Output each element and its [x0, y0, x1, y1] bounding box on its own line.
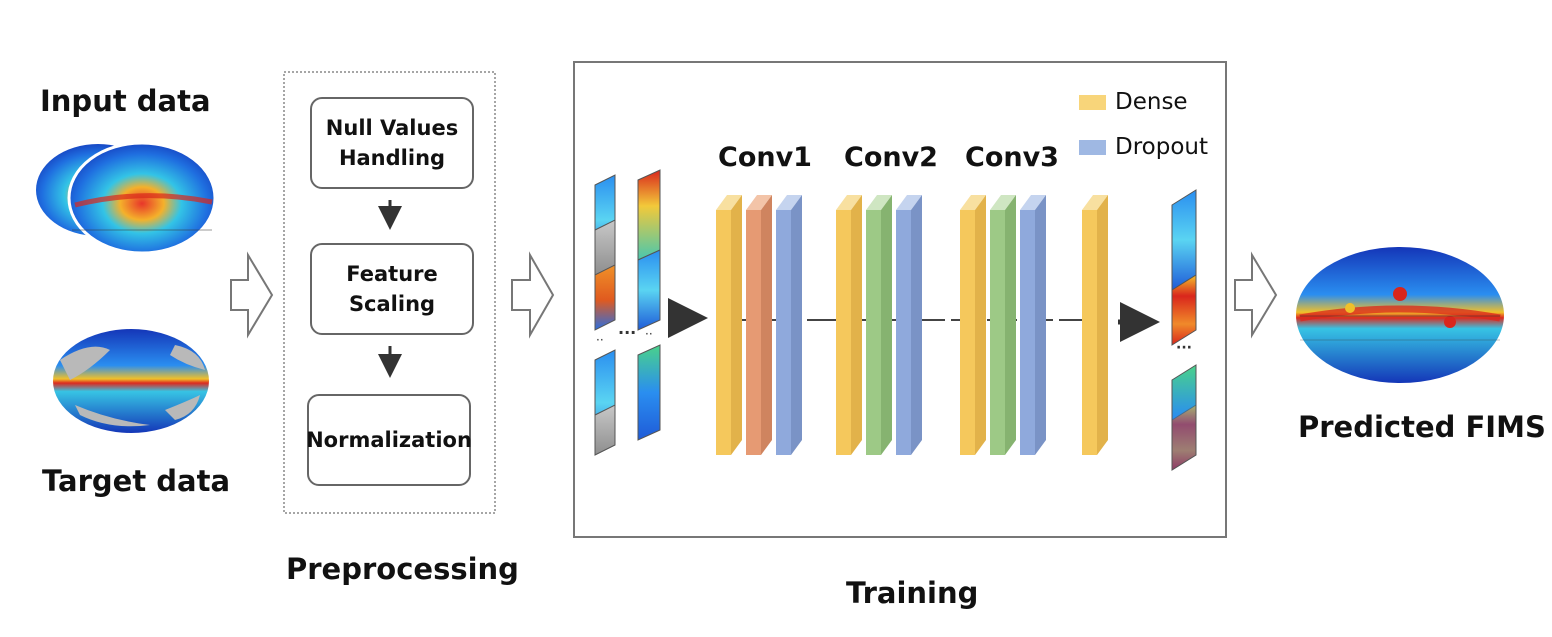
legend-dense-swatch	[1079, 95, 1106, 110]
svg-text:··: ··	[645, 327, 653, 341]
legend-dense-label: Dense	[1115, 89, 1188, 115]
target-sky-map	[53, 329, 209, 433]
conv1-dropout-layer	[776, 195, 802, 455]
training-label: Training	[846, 576, 979, 610]
step-null-values-label: Null Values Handling	[325, 116, 459, 170]
conv2-conv-layer	[866, 195, 892, 455]
svg-text:···: ···	[1176, 340, 1192, 356]
hollow-arrow-1	[230, 251, 274, 339]
preprocessing-box	[283, 71, 496, 514]
conv1-dense-layer	[716, 195, 742, 455]
conv3-dropout-layer	[1020, 195, 1046, 455]
output-tiles: ···	[1171, 189, 1197, 471]
input-sky-map	[36, 141, 217, 255]
conv2-label: Conv2	[844, 142, 938, 173]
step-null-values: Null Values Handling	[310, 97, 474, 189]
step-normalization-label: Normalization	[306, 428, 472, 452]
svg-text:··: ··	[596, 333, 604, 347]
target-data-label: Target data	[42, 464, 231, 498]
hollow-arrow-2	[511, 251, 555, 339]
layer-stack	[716, 195, 1108, 455]
step-normalization: Normalization	[306, 394, 472, 486]
input-data-label: Input data	[40, 84, 211, 118]
input-tiles: ·· ··· ··	[594, 169, 661, 456]
conv2-dropout-layer	[896, 195, 922, 455]
preprocessing-label: Preprocessing	[286, 552, 519, 586]
conv2-dense-layer	[836, 195, 862, 455]
predicted-fims-label: Predicted FIMS	[1298, 410, 1546, 444]
final-dense-layer	[1082, 195, 1108, 455]
step-feature-scaling-label: Feature Scaling	[346, 262, 438, 316]
conv3-conv-layer	[990, 195, 1016, 455]
legend-dropout-label: Dropout	[1115, 134, 1208, 160]
predicted-sky-map	[1296, 247, 1504, 383]
conv3-label: Conv3	[965, 142, 1059, 173]
conv1-conv-layer	[746, 195, 772, 455]
legend-dropout-swatch	[1079, 140, 1106, 155]
conv1-label: Conv1	[718, 142, 812, 173]
svg-text:···: ···	[618, 323, 636, 342]
hollow-arrow-3	[1234, 251, 1278, 339]
conv3-dense-layer	[960, 195, 986, 455]
step-feature-scaling: Feature Scaling	[310, 243, 474, 335]
